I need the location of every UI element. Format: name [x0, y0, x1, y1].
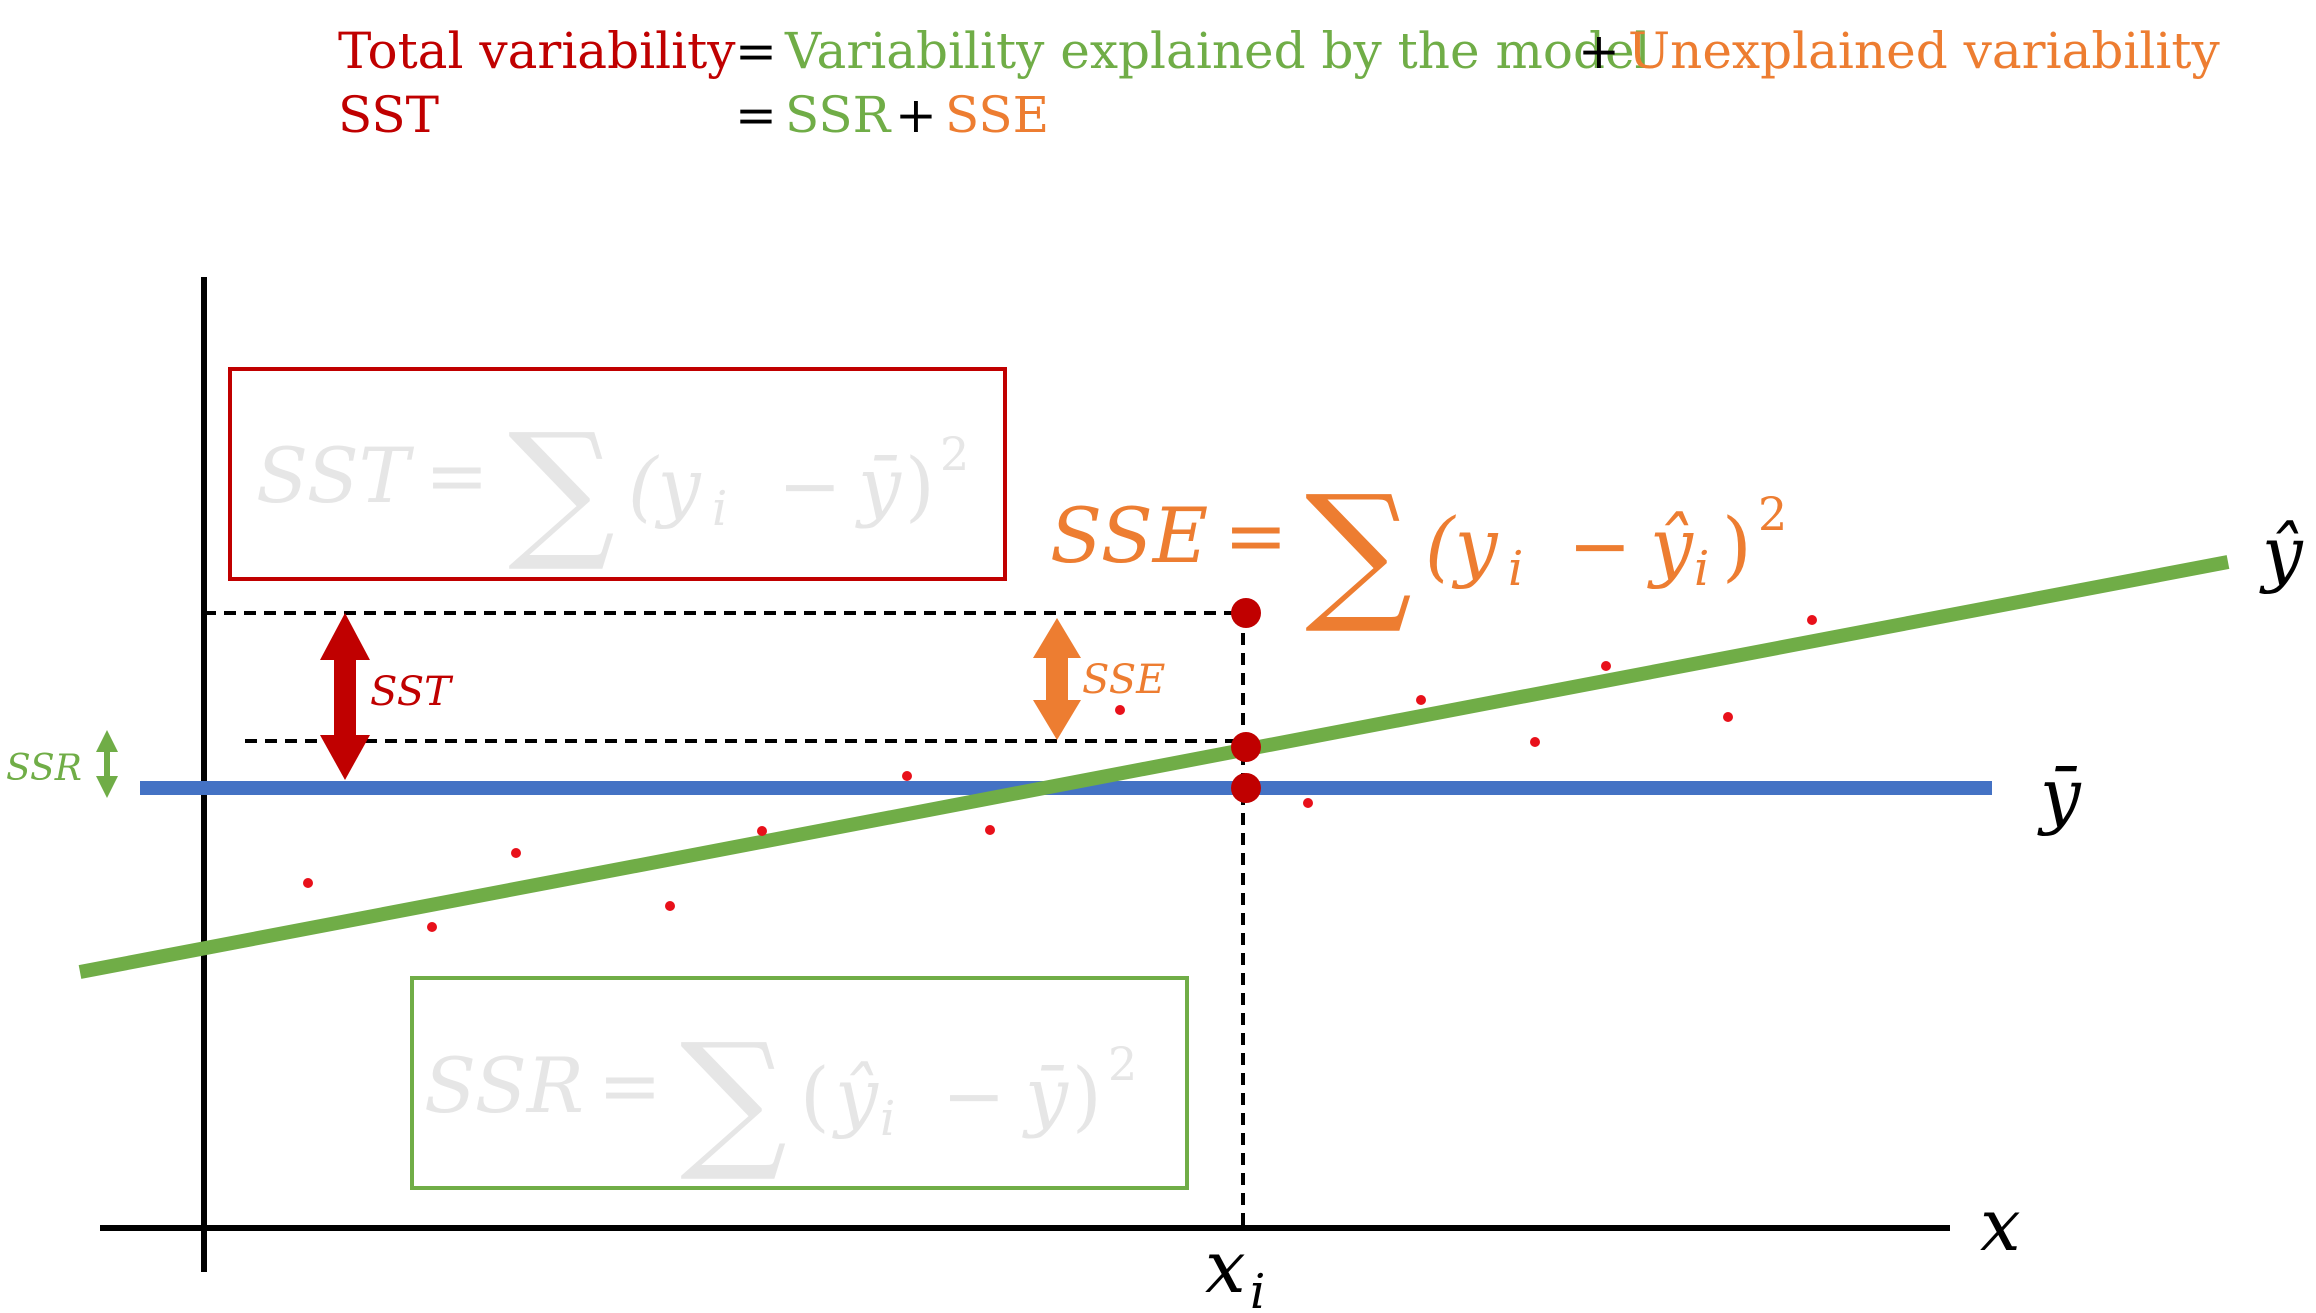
svg-text:SSE: SSE — [1050, 491, 1208, 580]
x-axis-label: x — [1980, 1183, 2021, 1267]
svg-text:ŷ: ŷ — [832, 1051, 879, 1140]
scatter-point — [511, 848, 521, 858]
svg-text:): ) — [1722, 501, 1752, 590]
scatter-point — [1807, 615, 1817, 625]
svg-text:i: i — [712, 481, 727, 537]
sst-arrow — [320, 613, 370, 780]
scatter-point — [1115, 705, 1125, 715]
scatter-points — [303, 615, 1817, 932]
svg-text:(y: (y — [1425, 501, 1499, 590]
sst-formula: SST = ∑ (y i − ȳ ) 2 — [256, 402, 969, 576]
ssr-arrow — [96, 730, 118, 798]
scatter-point — [985, 825, 995, 835]
svg-text:i: i — [1508, 541, 1523, 597]
svg-text:SST: SST — [256, 431, 415, 520]
ssr-arrow-label: SSR — [6, 748, 82, 789]
observed-point-yi — [1231, 598, 1261, 628]
svg-text:ȳ: ȳ — [1022, 1051, 1069, 1140]
svg-text:∑: ∑ — [1305, 464, 1412, 638]
regression-line — [78, 555, 2230, 979]
scatter-point — [665, 901, 675, 911]
legend-plus-2: + — [895, 86, 937, 144]
legend-plus-1: + — [1578, 22, 1620, 80]
scatter-point — [757, 826, 767, 836]
scatter-point — [1303, 798, 1313, 808]
scatter-point — [1530, 737, 1540, 747]
sse-arrow — [1033, 618, 1081, 740]
svg-text:=: = — [425, 431, 489, 520]
scatter-point — [902, 771, 912, 781]
legend-total-variability: Total variability — [338, 22, 736, 80]
sse-arrow-label: SSE — [1082, 657, 1165, 703]
legend-equals-1: = — [735, 22, 777, 80]
svg-text:2: 2 — [940, 427, 969, 481]
xi-label-subscript: i — [1250, 1264, 1265, 1313]
scatter-point — [1723, 712, 1733, 722]
svg-text:i: i — [880, 1091, 895, 1147]
legend-equals-2: = — [735, 86, 777, 144]
legend-ssr: SSR — [785, 86, 892, 144]
legend-sse: SSE — [945, 86, 1049, 144]
svg-text:−: − — [1568, 501, 1632, 590]
scatter-point — [427, 922, 437, 932]
y-hat-label: ŷ — [2259, 511, 2304, 595]
svg-text:i: i — [1694, 541, 1709, 597]
sst-formula-box — [228, 367, 1007, 581]
legend-sst: SST — [338, 86, 439, 144]
y-bar-label: ȳ — [2037, 753, 2082, 837]
sst-arrow-label: SST — [370, 669, 454, 715]
scatter-point — [303, 878, 313, 888]
xi-label: x — [1205, 1225, 1246, 1309]
legend-explained: Variability explained by the model — [784, 22, 1651, 80]
svg-text:−: − — [942, 1051, 1006, 1140]
svg-text:): ) — [905, 441, 935, 530]
scatter-point — [1601, 661, 1611, 671]
ssr-formula: SSR = ∑ ( ŷ i − ȳ ) 2 — [424, 1012, 1137, 1186]
xi-points — [1231, 598, 1261, 803]
legend: Total variability = Variability explaine… — [338, 22, 2220, 144]
svg-text:ŷ: ŷ — [1647, 501, 1694, 590]
guide-lines — [204, 611, 1245, 1228]
svg-text:=: = — [598, 1041, 662, 1130]
fitted-point-yhat — [1231, 732, 1261, 762]
svg-text:∑: ∑ — [508, 402, 615, 576]
svg-text:): ) — [1072, 1051, 1102, 1140]
ssr-formula-box — [410, 976, 1189, 1190]
svg-text:−: − — [778, 441, 842, 530]
scatter-point — [1416, 695, 1426, 705]
svg-text:2: 2 — [1758, 487, 1787, 541]
sse-formula: SSE = ∑ (y i − ŷ i ) 2 — [1050, 464, 1787, 638]
svg-text:(: ( — [800, 1051, 830, 1140]
svg-text:SSR: SSR — [424, 1041, 584, 1130]
svg-text:(y: (y — [628, 441, 702, 530]
legend-unexplained: Unexplained variability — [1628, 22, 2220, 80]
svg-text:=: = — [1224, 491, 1288, 580]
svg-text:ȳ: ȳ — [855, 441, 902, 530]
mean-point-ybar — [1231, 773, 1261, 803]
svg-text:2: 2 — [1108, 1037, 1137, 1091]
svg-text:∑: ∑ — [680, 1012, 787, 1186]
